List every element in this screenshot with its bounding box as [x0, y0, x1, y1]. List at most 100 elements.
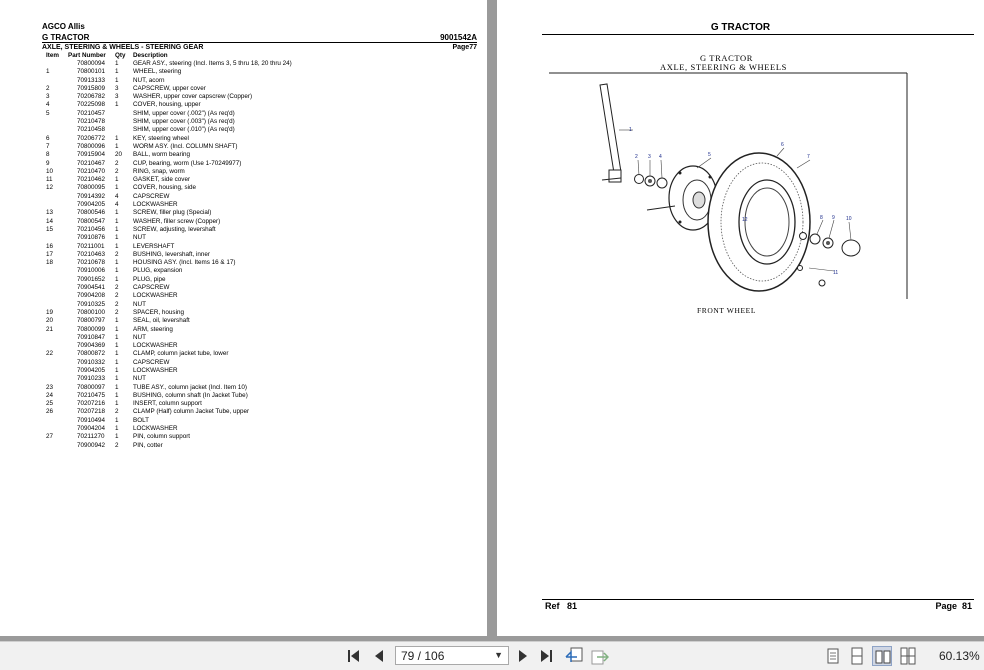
item-number-cell: 23 [46, 383, 54, 391]
description-cell: WASHER, upper cover capscrew (Copper) [133, 93, 253, 101]
qty-cell: 1 [115, 400, 119, 408]
first-page-icon[interactable] [347, 649, 361, 663]
qty-cell: 2 [115, 408, 119, 416]
part-number-cell: 70904369 [77, 342, 106, 350]
qty-cell: 1 [115, 234, 119, 242]
page-number-select[interactable]: 79 / 106 ▼ [395, 646, 509, 665]
description-cell: LOCKWASHER [133, 201, 178, 209]
description-cell: KEY, steering wheel [133, 134, 189, 142]
two-page-continuous-view-icon[interactable] [898, 646, 918, 666]
qty-cell: 1 [115, 242, 119, 250]
qty-cell: 1 [115, 142, 119, 150]
item-number-cell: 9 [46, 159, 50, 167]
callout-4: 4 [659, 154, 662, 160]
qty-cell: 1 [115, 217, 119, 225]
part-number-cell: 70910006 [77, 267, 106, 275]
item-number-cell: 20 [46, 317, 54, 325]
item-number-cell: 22 [46, 350, 54, 358]
item-number-cell: 6 [46, 134, 50, 142]
item-number-cell: 15 [46, 225, 54, 233]
part-number-cell: 70211270 [77, 433, 105, 441]
model-title: G TRACTOR [42, 33, 90, 42]
description-cell: BUSHING, levershaft, inner [133, 250, 210, 258]
zoom-level[interactable]: 60.13% [939, 649, 980, 663]
continuous-view-icon[interactable] [847, 646, 867, 666]
two-page-view-icon[interactable] [872, 646, 892, 666]
qty-cell: 1 [115, 383, 119, 391]
part-number-cell: 70913133 [77, 76, 106, 84]
item-number-cell: 5 [46, 109, 50, 117]
item-number-cell: 4 [46, 101, 50, 109]
item-number-cell: 10 [46, 167, 54, 175]
description-cell: CAPSCREW [133, 358, 170, 366]
part-number-cell: 70210458 [77, 126, 106, 134]
last-page-icon[interactable] [540, 649, 554, 663]
single-page-view-icon[interactable] [823, 646, 843, 666]
callout-11: 11 [833, 270, 838, 276]
item-number-cell: 13 [46, 209, 54, 217]
qty-cell: 1 [115, 275, 119, 283]
part-number-cell: 70800547 [77, 217, 106, 225]
item-number-cell: 16 [46, 242, 54, 250]
footer-ref: Ref 81 [545, 601, 578, 611]
viewer-toolbar: 79 / 106 ▼ 60.13% [0, 641, 984, 670]
qty-cell: 1 [115, 433, 119, 441]
item-number-cell: 3 [46, 93, 50, 101]
qty-cell: 1 [115, 375, 119, 383]
part-number-cell: 70910332 [77, 358, 106, 366]
callout-10: 10 [846, 216, 852, 222]
prev-page-icon[interactable] [374, 649, 384, 663]
qty-cell: 2 [115, 441, 119, 449]
go-back-view-icon[interactable] [565, 647, 583, 665]
col-qty: Qty [115, 52, 126, 59]
item-number-cell: 17 [46, 250, 54, 258]
description-cell: GASKET, side cover [133, 176, 191, 184]
qty-cell: 1 [115, 184, 119, 192]
page-indicator: 79 / 106 [401, 649, 445, 663]
description-cell: LOCKWASHER [133, 342, 178, 350]
item-number-cell: 18 [46, 259, 54, 267]
description-cell: PIN, column support [133, 433, 191, 441]
footer-rule [542, 599, 974, 600]
item-number-cell: 24 [46, 391, 54, 399]
right-document-page: G TRACTOR G TRACTOR AXLE, STEERING & WHE… [497, 0, 984, 636]
go-forward-view-icon[interactable] [591, 647, 609, 665]
part-number-cell: 70210470 [77, 167, 106, 175]
description-cell: LOCKWASHER [133, 292, 178, 300]
part-number-cell: 70210478 [77, 118, 106, 126]
description-cell: CLAMP (Half) column Jacket Tube, upper [133, 408, 250, 416]
qty-cell: 1 [115, 325, 119, 333]
description-cell: LEVERSHAFT [133, 242, 175, 250]
part-number-cell: 70904541 [77, 284, 106, 292]
description-cell: SCREW, adjusting, levershaft [133, 225, 216, 233]
col-item: Item [46, 52, 59, 59]
header-rule [42, 42, 477, 43]
callout-2: 2 [635, 154, 638, 160]
figure-title: G TRACTOR [700, 53, 754, 63]
part-number-cell: 70904205 [77, 366, 106, 374]
next-page-icon[interactable] [518, 649, 528, 663]
figure-caption: FRONT WHEEL [697, 306, 757, 315]
part-number-cell: 70210475 [77, 391, 106, 399]
description-cell: SHIM, upper cover (.003") (As req'd) [133, 118, 235, 126]
qty-cell: 1 [115, 333, 119, 341]
